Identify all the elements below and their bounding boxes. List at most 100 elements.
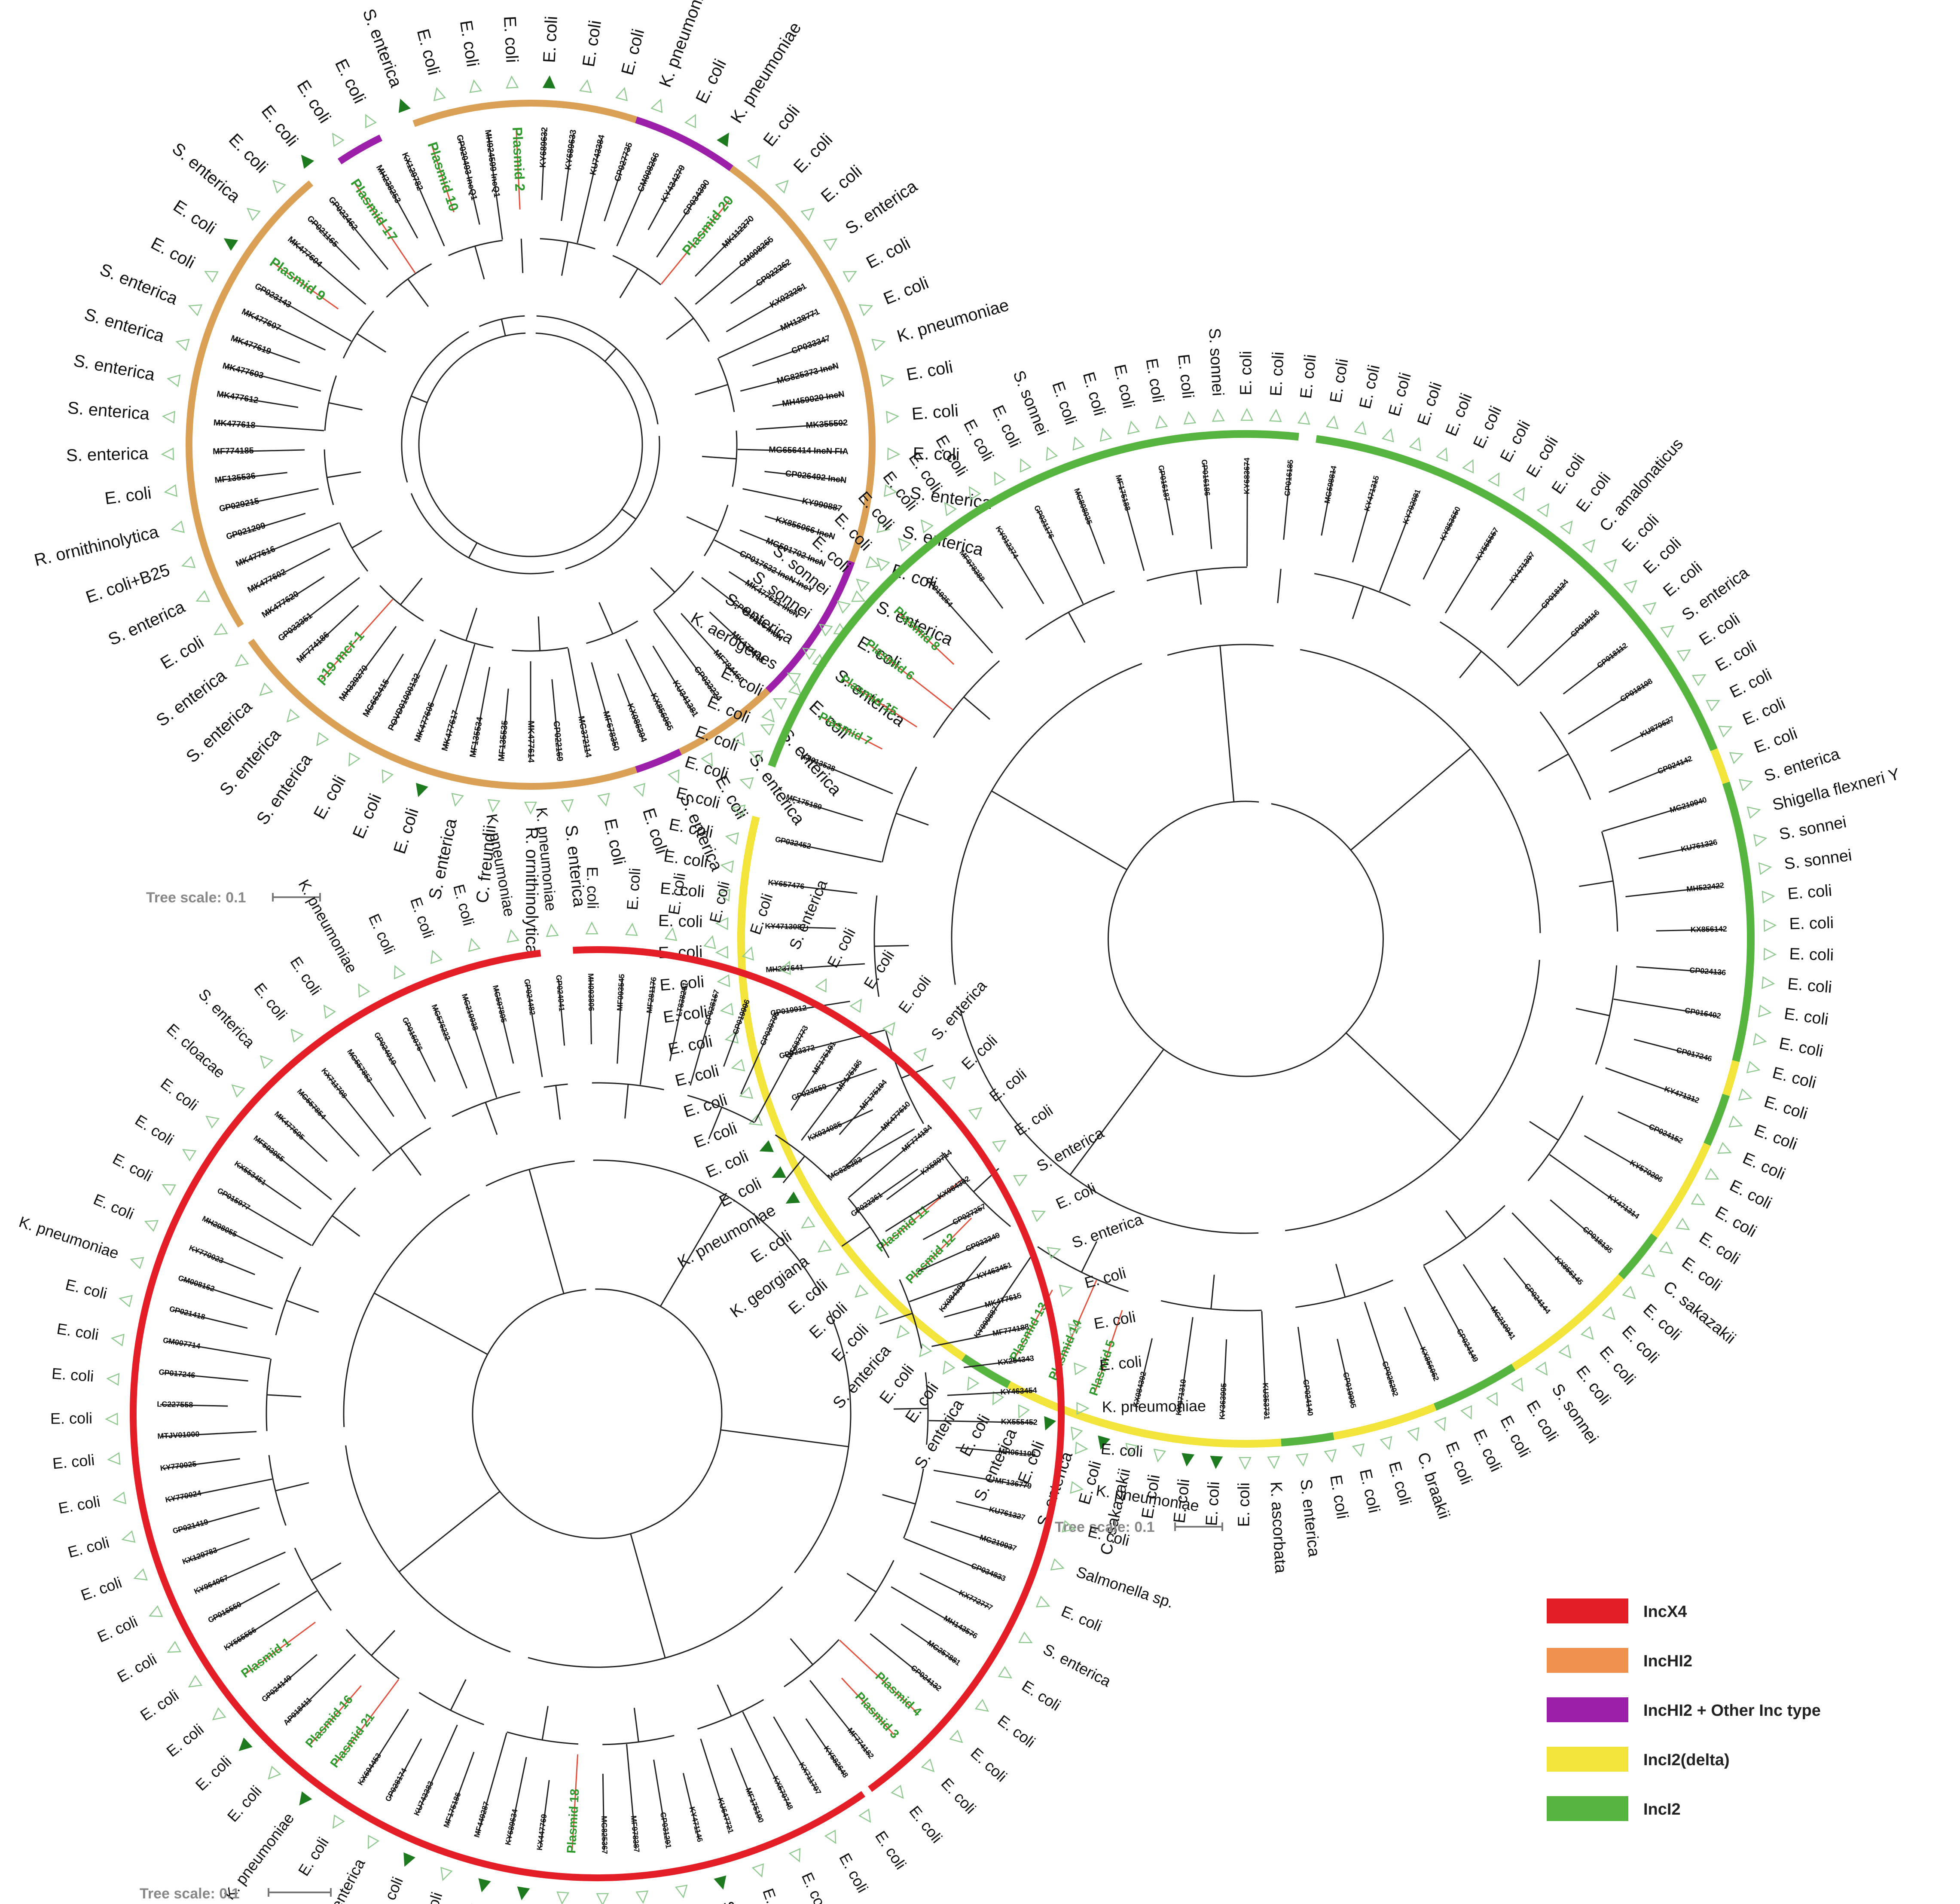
tree-incx4-species-label: Salmonella sp. — [1074, 1563, 1176, 1611]
tree-incx4-tip-branch — [730, 1748, 760, 1820]
tree-inchi2-clade-arc-b — [536, 315, 659, 425]
tree-incx4-clade-stem-a — [485, 1102, 498, 1135]
tree-incx4-filled-triangle-marker — [299, 1791, 312, 1806]
tree-incx4-tip-branch — [495, 988, 514, 1064]
tree-incx4-open-triangle-marker — [1013, 1174, 1028, 1187]
tree-incx4-clade-stem-a — [332, 1215, 360, 1237]
tree-incx4-open-triangle-marker — [1075, 1441, 1088, 1455]
tree-incx4-tip-branch — [964, 1358, 1031, 1368]
tree-inci2-clade-stem-a — [901, 1064, 934, 1079]
tree-incx4-open-triangle-marker — [1074, 1362, 1087, 1375]
tree-incx4-tip-branch — [434, 1008, 467, 1089]
tree-inci2-accession-tip-label: CP021176 — [1032, 504, 1056, 540]
tree-inchi2-open-triangle-marker — [214, 623, 228, 636]
tree-inchi2-plasmid-tip-label: Plasmid 10 — [424, 140, 462, 213]
tree-inchi2-tip-branch — [273, 263, 339, 310]
tree-incx4-tip-branch — [891, 1586, 974, 1636]
tree-inchi2-tip-branch — [739, 529, 822, 564]
tree-incx4-accession-tip-label: KX084392 — [936, 1174, 971, 1201]
tree-inci2-open-triangle-marker — [1099, 428, 1112, 442]
tree-inci2-ring-segment-10 — [1281, 1432, 1334, 1447]
tree-inci2-open-triangle-marker — [1072, 436, 1085, 451]
tree-inci2-species-label: E. coli — [1696, 610, 1743, 649]
tree-inchi2-open-triangle-marker — [823, 238, 838, 251]
tree-inci2-open-triangle-marker — [1325, 415, 1339, 429]
tree-incx4-accession-tip-label: MH143576 — [942, 1614, 979, 1641]
tree-incx4-accession-tip-label: MF978387 — [629, 1815, 641, 1852]
tree-inci2-species-label: E. coli — [1679, 1254, 1725, 1295]
tree-inci2-tip-branch — [1423, 510, 1458, 580]
tree-inchi2-open-triangle-marker — [161, 447, 174, 461]
tree-inci2-open-triangle-marker — [1706, 700, 1720, 712]
tree-inchi2-open-triangle-marker — [382, 769, 394, 784]
tree-inci2-tip-branch — [1605, 1067, 1696, 1101]
tree-inci2-tip-branch — [1584, 1135, 1660, 1180]
legend-label-inci2-delta: IncI2(delta) — [1643, 1751, 1730, 1769]
tree-inci2-open-triangle-marker — [1324, 1449, 1337, 1463]
tree-inci2-accession-tip-label: KY657476 — [768, 878, 805, 891]
tree-inchi2-inc-ring — [186, 100, 876, 790]
tree-inchi2-plasmid-tip-label: Plasmid 2 — [510, 127, 528, 192]
tree-incx4-tip-branch — [589, 977, 592, 1045]
tree-inchi2-tip-branch — [501, 688, 509, 758]
tree-inci2-scale-bar: Tree scale: 0.1 — [1055, 1519, 1223, 1535]
tree-incx4-open-triangle-marker — [858, 1808, 871, 1823]
tree-incx4-open-triangle-marker — [231, 1084, 245, 1098]
tree-incx4-accession-tip-label: KX447769 — [535, 1813, 549, 1851]
tree-inchi2-clade-stem-a — [702, 455, 737, 460]
tree-incx4-tip-branch — [205, 1219, 284, 1259]
tree-inci2-clade-stem-a — [1459, 651, 1482, 678]
tree-inchi2-tip-branch — [714, 539, 810, 590]
tree-incx4-accession-tip-label: KY770025 — [160, 1459, 197, 1472]
tree-inchi2-accession-tip-label: KY434279 — [659, 163, 687, 203]
tree-inci2-accession-tip-label: CP032452 — [774, 835, 812, 851]
tree-inci2-species-label: E. coli — [1548, 451, 1589, 498]
tree-inci2-open-triangle-marker — [1622, 1286, 1636, 1299]
tree-inci2-open-triangle-marker — [717, 974, 730, 987]
tree-inchi2-species-label: E. coli — [790, 130, 837, 177]
tree-incx4-accession-tip-label: MG210938 — [460, 993, 480, 1032]
tree-incx4-open-triangle-marker — [891, 1785, 904, 1799]
tree-inci2-filled-triangle-marker — [759, 1140, 774, 1152]
tree-inchi2-species-label: E. coli+B25 — [83, 560, 172, 607]
tree-inchi2-accession-tip-label: POVD01000132 — [386, 672, 422, 733]
tree-incx4-clade-stem-a — [624, 1084, 629, 1119]
tree-inchi2-open-triangle-marker — [788, 682, 802, 696]
tree-inci2-tip-branch — [1337, 1339, 1353, 1405]
tree-inci2-species-label: E. coli — [956, 1412, 993, 1459]
tree-inchi2-filled-triangle-marker — [301, 155, 314, 169]
tree-inchi2-filled-triangle-marker — [717, 132, 729, 147]
tree-inchi2-species-label: E. coli — [310, 773, 350, 822]
tree-incx4-species-label: E. coli — [1059, 1602, 1104, 1635]
tree-inci2-tip-branch — [844, 679, 917, 727]
tree-inci2-ring-segment-11 — [1007, 1381, 1282, 1448]
tree-inchi2-tip-branch — [604, 146, 630, 222]
tree-inchi2-open-triangle-marker — [286, 709, 300, 723]
tree-inchi2-accession-tip-label: MH329270 — [337, 663, 370, 703]
tree-inci2-accession-tip-label: KY570206 — [1628, 1158, 1664, 1184]
legend-label-inchi2-other: IncHI2 + Other Inc type — [1643, 1702, 1821, 1720]
tree-inchi2-tip-branch — [343, 626, 397, 698]
tree-inci2-clade-stem-b — [1219, 645, 1235, 802]
tree-inchi2-tip-branch — [331, 200, 389, 270]
tree-inci2-open-triangle-marker — [898, 538, 912, 552]
tree-inchi2-open-triangle-marker — [597, 793, 610, 807]
tree-inci2-open-triangle-marker — [1642, 602, 1657, 615]
tree-inci2-open-triangle-marker — [1183, 411, 1197, 425]
tree-incx4-open-triangle-marker — [148, 1605, 163, 1617]
tree-inchi2-accession-tip-label: MK477604 — [286, 235, 324, 269]
tree-inci2-tip-branch — [1613, 998, 1718, 1017]
tree-inci2-open-triangle-marker — [920, 519, 934, 534]
tree-incx4-tip-branch — [335, 1679, 400, 1764]
tree-inci2-open-triangle-marker — [1512, 487, 1525, 501]
tree-inchi2-clade-arc-a — [717, 358, 735, 413]
tree-incx4-species-label: S. enterica — [318, 1855, 369, 1904]
tree-inchi2-tip-branch — [379, 168, 418, 239]
tree-incx4-accession-tip-label: CP031291 — [659, 1812, 673, 1849]
tree-incx4-accession-tip-label: CP024149 — [260, 1673, 293, 1704]
tree-inci2-tip-branch — [1609, 759, 1689, 793]
tree-inci2-open-triangle-marker — [1582, 539, 1596, 553]
tree-inchi2-tip-branch — [737, 449, 845, 453]
tree-inchi2-branches — [216, 130, 845, 759]
tree-incx4-accession-tip-label: MF593955 — [252, 1134, 286, 1164]
